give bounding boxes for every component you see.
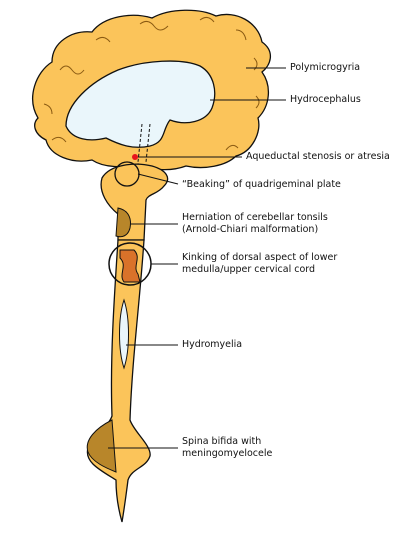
hydromyelia-cavity: [119, 298, 129, 370]
label-beaking: “Beaking” of quadrigeminal plate: [182, 179, 341, 190]
herniated-cerebellar-tonsils: [115, 207, 131, 238]
meningomyelocele-sac: [86, 419, 117, 473]
label-kinking: Kinking of dorsal aspect of lower medull…: [182, 252, 338, 275]
aqueduct-line-right: [145, 123, 151, 163]
gyri-pattern: [43, 16, 260, 151]
stenosis-dot: [132, 154, 138, 160]
label-aqueductal-stenosis: Aqueductal stenosis or atresia: [246, 151, 390, 162]
leader-beaking: [137, 173, 179, 185]
brainstem-cerebellum: [100, 163, 169, 241]
label-spina-bifida: Spina bifida with meningomyelocele: [182, 436, 273, 459]
label-hydromyelia: Hydromyelia: [182, 339, 243, 350]
label-herniation: Herniation of cerebellar tonsils (Arnold…: [182, 212, 328, 235]
lateral-ventricle: [65, 60, 216, 148]
aqueduct-line-left: [137, 123, 143, 163]
label-hydrocephalus: Hydrocephalus: [290, 94, 361, 105]
label-polymicrogyria: Polymicrogyria: [290, 62, 361, 73]
